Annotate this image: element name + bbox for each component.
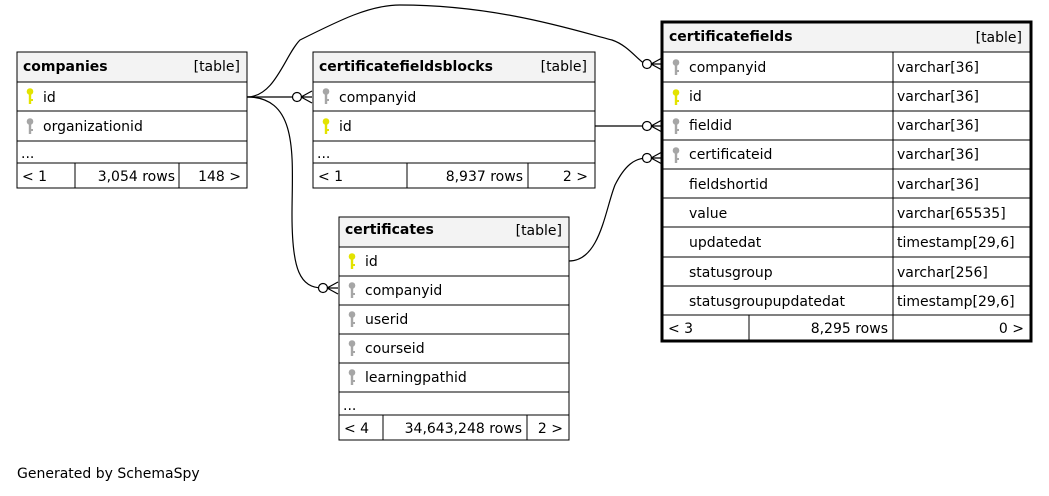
primary-key-icon [672, 89, 680, 105]
foreign-key-icon [672, 118, 680, 134]
table-kind: [table] [976, 30, 1022, 46]
child-count[interactable]: 2 > [563, 169, 588, 185]
column-type: varchar[36] [897, 89, 979, 105]
column-name[interactable]: companyid [339, 90, 416, 106]
foreign-key-icon [348, 282, 356, 298]
column-name[interactable]: companyid [689, 60, 766, 76]
column-name[interactable]: updatedat [689, 235, 762, 251]
column-name[interactable]: companyid [365, 283, 442, 299]
column-type: timestamp[29,6] [897, 235, 1015, 251]
column-type: varchar[36] [897, 118, 979, 134]
table-certificatefields[interactable]: certificatefields [table] companyid varc… [660, 20, 1033, 343]
row-count: 8,295 rows [811, 321, 888, 337]
column-type: varchar[65535] [897, 206, 1006, 222]
crow-foot-marker [641, 151, 663, 165]
relationship-edges [246, 4, 648, 289]
foreign-key-icon [322, 88, 330, 104]
foreign-key-icon [348, 311, 356, 327]
table-companies[interactable]: companies [table] id organizationid ... … [16, 51, 248, 189]
table-header [339, 217, 569, 247]
foreign-key-icon [348, 340, 356, 356]
column-name[interactable]: learningpathid [365, 370, 467, 386]
primary-key-icon [26, 88, 34, 104]
column-name[interactable]: organizationid [43, 119, 143, 135]
column-type: varchar[256] [897, 265, 988, 281]
column-name[interactable]: id [339, 119, 352, 135]
generated-by-label: Generated by SchemaSpy [17, 466, 200, 482]
column-name[interactable]: statusgroup [689, 265, 773, 281]
crow-foot-marker [317, 281, 339, 295]
table-name[interactable]: certificatefields [669, 29, 793, 45]
foreign-key-icon [672, 147, 680, 163]
child-count[interactable]: 148 > [198, 169, 241, 185]
column-type: timestamp[29,6] [897, 294, 1015, 310]
column-name[interactable]: statusgroupupdatedat [689, 294, 845, 310]
more-columns: ... [21, 146, 34, 162]
row-count: 34,643,248 rows [405, 421, 522, 437]
table-kind: [table] [541, 59, 587, 75]
column-name[interactable]: fieldid [689, 118, 732, 134]
column-name[interactable]: certificateid [689, 147, 772, 163]
parent-count[interactable]: < 1 [22, 169, 47, 185]
crow-foot-marker [641, 57, 663, 71]
column-name[interactable]: id [43, 90, 56, 106]
more-columns: ... [343, 398, 356, 414]
primary-key-icon [348, 253, 356, 269]
column-name[interactable]: courseid [365, 341, 425, 357]
column-name[interactable]: value [689, 206, 727, 222]
parent-count[interactable]: < 4 [344, 421, 369, 437]
table-kind: [table] [194, 59, 240, 75]
table-certificates[interactable]: certificates [table] id companyid userid… [338, 216, 570, 441]
table-name[interactable]: certificatefieldsblocks [319, 59, 493, 75]
column-name[interactable]: userid [365, 312, 408, 328]
column-type: varchar[36] [897, 60, 979, 76]
table-name[interactable]: companies [23, 59, 108, 75]
edge-certificates-certificatefields [568, 157, 648, 262]
table-header [17, 52, 247, 82]
table-certificatefieldsblocks[interactable]: certificatefieldsblocks [table] companyi… [312, 51, 596, 189]
column-name[interactable]: id [689, 89, 702, 105]
foreign-key-icon [672, 59, 680, 75]
table-kind: [table] [516, 223, 562, 239]
table-header [313, 52, 595, 82]
crow-foot-marker [291, 90, 313, 104]
child-count[interactable]: 0 > [999, 321, 1024, 337]
parent-count[interactable]: < 1 [318, 169, 343, 185]
column-name[interactable]: fieldshortid [689, 177, 768, 193]
row-count: 3,054 rows [98, 169, 175, 185]
row-count: 8,937 rows [446, 169, 523, 185]
edge-markers [291, 57, 663, 295]
table-header [663, 23, 1030, 52]
foreign-key-icon [348, 369, 356, 385]
primary-key-icon [322, 118, 330, 134]
foreign-key-icon [26, 118, 34, 134]
parent-count[interactable]: < 3 [668, 321, 693, 337]
column-type: varchar[36] [897, 177, 979, 193]
edge-companies-certificates [246, 96, 324, 289]
child-count[interactable]: 2 > [538, 421, 563, 437]
more-columns: ... [317, 146, 330, 162]
crow-foot-marker [641, 119, 663, 133]
column-name[interactable]: id [365, 254, 378, 270]
column-type: varchar[36] [897, 147, 979, 163]
table-name[interactable]: certificates [345, 222, 434, 238]
edge-companies-certificatefields [246, 4, 648, 98]
